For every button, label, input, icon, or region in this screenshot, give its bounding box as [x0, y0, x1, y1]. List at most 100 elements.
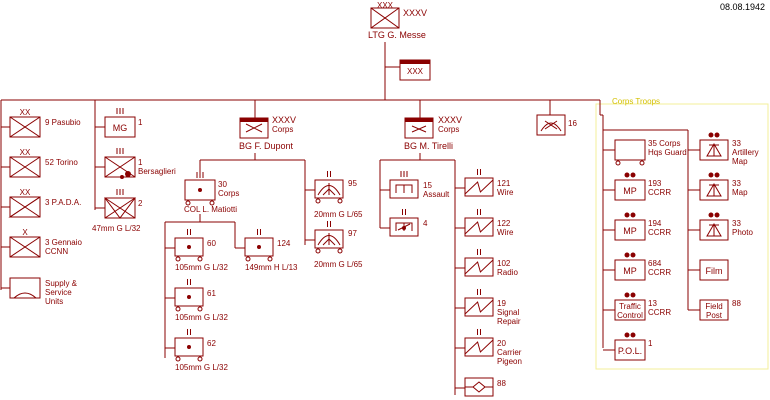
- aa-line: [322, 238, 330, 246]
- wheel: [175, 356, 181, 362]
- aa-line: [322, 188, 330, 196]
- echelon-dot: [708, 172, 714, 178]
- wheel: [209, 200, 215, 206]
- label-pada: 3 P.A.D.A.: [45, 198, 81, 207]
- label-at2: 2: [138, 199, 143, 208]
- division-box-pasubio: [9, 116, 41, 138]
- unit-box-mp194: [614, 219, 646, 241]
- sub-aa95: 20mm G L/65: [314, 210, 363, 219]
- wheel: [197, 306, 203, 312]
- unit-box-tc13: [614, 299, 646, 321]
- signal-box: [464, 297, 494, 317]
- engineer16-line: [544, 120, 558, 130]
- sub-at2: 47mm G L/32: [92, 224, 141, 233]
- artillery-box: [244, 237, 274, 257]
- unit-box-ph33: [699, 219, 729, 241]
- echelon-dot: [624, 172, 630, 178]
- aa-box: [314, 179, 344, 199]
- wheel: [197, 356, 203, 362]
- echelon-dot: [708, 212, 714, 218]
- division-box-gennaio: [9, 236, 41, 258]
- tirelli-designation: XXXV: [438, 115, 462, 125]
- echelon-dot: [630, 292, 636, 298]
- artillery-dot: [257, 245, 261, 249]
- unit-box-am33: [699, 139, 729, 161]
- tirelli-type: Corps: [438, 125, 459, 134]
- corps-commander: LTG G. Messe: [368, 30, 426, 40]
- signal-box: [464, 257, 494, 277]
- artillery-box: [174, 287, 204, 307]
- wheel: [197, 256, 203, 262]
- corps-troops-frame: [595, 103, 769, 370]
- label-g61: 61: [207, 289, 216, 298]
- sub-aa97: 20mm G L/65: [314, 260, 363, 269]
- label-mg1: 1: [138, 118, 143, 127]
- signal-zigzag: [464, 299, 494, 315]
- sub-g60: 105mm G L/32: [175, 263, 228, 272]
- aa-box: [314, 229, 344, 249]
- wheel: [615, 160, 621, 166]
- unit-box-pol1: [614, 339, 646, 361]
- echelon-dot: [624, 252, 630, 258]
- unit-box-mp193: [614, 179, 646, 201]
- signal-zigzag: [464, 339, 494, 355]
- unit-box-mp684: [614, 259, 646, 281]
- label-torino: 52 Torino: [45, 158, 78, 167]
- unit-box-map33: [699, 179, 729, 201]
- engineer16-arc: [540, 122, 562, 132]
- echelon-dot: [624, 332, 630, 338]
- echelon-dot: [624, 292, 630, 298]
- unit-box-hq35: [614, 139, 646, 161]
- unit-box-mg1: [104, 116, 136, 138]
- infantry-cross-line: [9, 156, 41, 178]
- infantry-cross-line: [104, 156, 136, 178]
- inner-pol1: P.O.L.: [618, 346, 642, 356]
- label-fp88: 88: [732, 299, 741, 308]
- label-engineer16: 16: [568, 119, 577, 128]
- label-aa95: 95: [348, 179, 357, 188]
- sub-g124: 149mm H L/13: [245, 263, 298, 272]
- label-s88: 88: [497, 379, 506, 388]
- inner-mp194: MP: [623, 226, 637, 236]
- engineer16-box: [536, 114, 566, 136]
- aa-line: [328, 188, 336, 196]
- echelon-mark: XX: [20, 188, 31, 197]
- wheel: [639, 160, 645, 166]
- tirelli-commander: BG M. Tirelli: [404, 141, 453, 151]
- engineer-box: [389, 217, 419, 237]
- echelon-mark: XX: [20, 148, 31, 157]
- diamond-symbol: [472, 381, 486, 393]
- label-g124: 124: [277, 239, 291, 248]
- echelon-dot: [624, 212, 630, 218]
- artillery-dot: [187, 345, 191, 349]
- sub-g61: 105mm G L/32: [175, 313, 228, 322]
- corps-designation: XXXV: [403, 8, 427, 18]
- bersaglieri-plume: [120, 175, 124, 179]
- label-pol1: 1: [648, 339, 653, 348]
- wheel: [337, 198, 343, 204]
- echelon-dot: [630, 172, 636, 178]
- wheel: [267, 256, 273, 262]
- dupont-designation: XXXV: [272, 115, 296, 125]
- motorised-triangle: [8, 196, 41, 218]
- supply-arc: [13, 292, 37, 299]
- wheel: [185, 200, 191, 206]
- label-aa97: 97: [348, 229, 357, 238]
- echelon-dot: [630, 212, 636, 218]
- engineer-cross: [411, 125, 427, 133]
- antitank-shape: [104, 197, 136, 219]
